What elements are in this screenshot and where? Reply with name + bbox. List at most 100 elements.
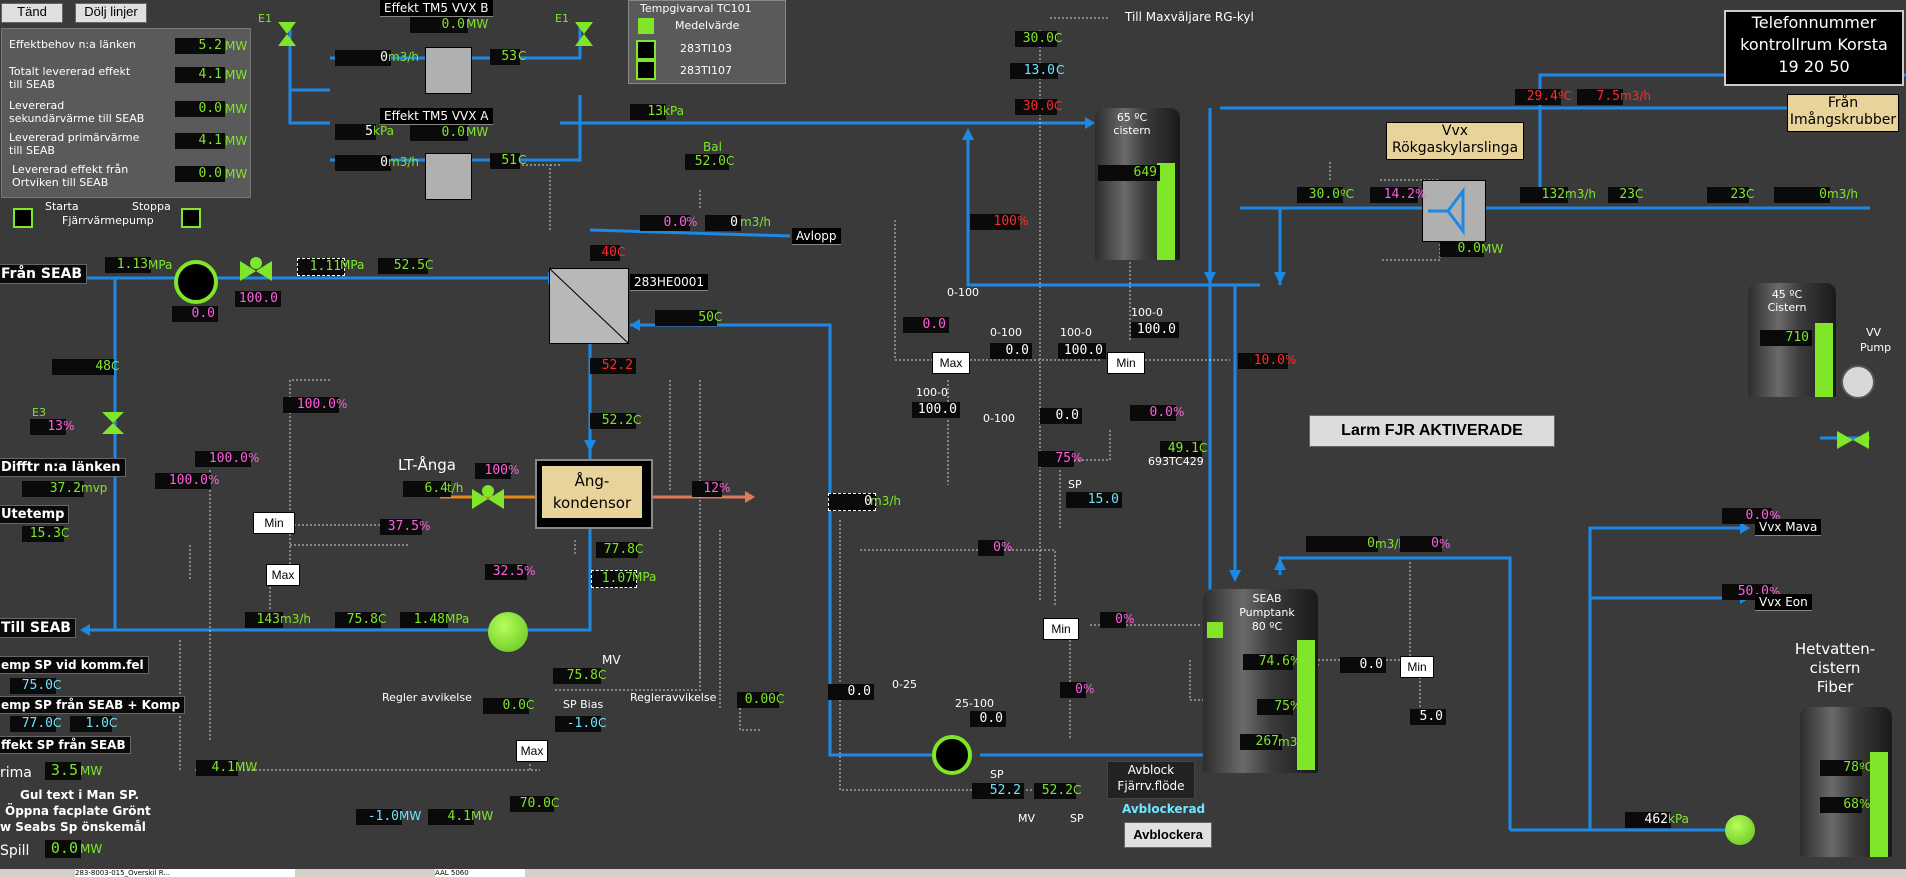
kond-out-pct[interactable]: 12 — [692, 481, 722, 497]
avlopp-pct[interactable]: 0.0 — [640, 215, 690, 231]
maxval-v3[interactable]: 30.0 — [1015, 99, 1057, 115]
ctrl2-p325[interactable]: 32.5 — [485, 564, 527, 580]
valve-e1-right[interactable] — [573, 20, 595, 48]
starta-checkbox[interactable] — [13, 208, 33, 228]
seab-temp48[interactable]: 48 — [52, 359, 114, 375]
ctrl2-mw41[interactable]: 4.1 — [196, 760, 238, 776]
ctrl2-mw41b[interactable]: 4.1 — [428, 809, 474, 825]
fiber-temp[interactable]: 78 — [1820, 760, 1862, 776]
ctrl-v100b[interactable]: 100.0 — [1131, 322, 1179, 338]
seab-mpa[interactable]: 1.13 — [105, 257, 151, 273]
avlopp-flow[interactable]: 0 — [705, 215, 741, 231]
ctrl2-t758[interactable]: 75.8 — [335, 612, 381, 628]
stoppa-checkbox[interactable] — [181, 208, 201, 228]
bal-value[interactable]: 52.0 — [685, 154, 729, 170]
ctrl-v00c[interactable]: 0.0 — [1040, 408, 1082, 424]
tempsp-value[interactable]: 75.0 — [10, 678, 56, 694]
vvx-rokgas-symbol[interactable] — [1422, 180, 1486, 242]
ctrl-v00b[interactable]: 0.0 — [990, 343, 1032, 359]
ctrl2-spbias-value[interactable]: -1.0 — [555, 716, 601, 732]
min-block-4[interactable]: Min — [1400, 656, 1434, 678]
ctrl2-p1000b[interactable]: 100.0 — [195, 451, 251, 467]
vv-valve[interactable] — [1835, 427, 1871, 453]
hx-a-mw[interactable]: 0.0 — [410, 125, 468, 141]
kond-t778[interactable]: 77.8 — [596, 542, 638, 558]
ortviken-value[interactable]: 0.0 — [175, 166, 225, 182]
seab-pump[interactable] — [174, 260, 218, 304]
seab-pct75[interactable]: 75 — [1257, 699, 1293, 715]
seab-mpa2[interactable]: 1.11 — [297, 258, 345, 276]
he-t40[interactable]: 40 — [590, 245, 620, 261]
mid-v00d[interactable]: 0.0 — [970, 711, 1006, 727]
larm-fjr-button[interactable]: Larm FJR AKTIVERADE — [1309, 415, 1555, 447]
seab-pct746[interactable]: 74.6 — [1243, 654, 1293, 670]
maxval-v1[interactable]: 30.0 — [1015, 31, 1057, 47]
imang-flow[interactable]: 7.5 — [1577, 89, 1623, 105]
ctrl-v100c[interactable]: 100.0 — [912, 402, 960, 418]
ctrl2-p1000c[interactable]: 100.0 — [155, 473, 211, 489]
ctrl2-mwm10[interactable]: -1.0 — [356, 809, 402, 825]
seab-flow0[interactable]: 0 — [1306, 536, 1378, 552]
ctrl2-regler-value[interactable]: 0.0 — [483, 698, 529, 714]
valve-e1-left[interactable] — [276, 20, 298, 48]
taskbar-item-b[interactable]: AAL 5060 — [435, 869, 525, 877]
cistern-65-value[interactable]: 649 — [1098, 165, 1160, 181]
min-block-1[interactable]: Min — [1107, 352, 1145, 374]
ctrl-t491[interactable]: 49.1 — [1160, 441, 1202, 457]
prima-value[interactable]: 3.5 — [45, 762, 81, 780]
seab-v00[interactable]: 0.0 — [1340, 657, 1386, 673]
lt-flow[interactable]: 6.4 — [403, 481, 451, 497]
ctrl2-p1000[interactable]: 100.0 — [283, 397, 339, 413]
ctrl-pct10[interactable]: 10.0 — [1238, 353, 1288, 369]
hx-b-temp[interactable]: 53 — [490, 49, 520, 65]
mid-pct0b[interactable]: 0 — [1100, 612, 1126, 628]
ctrl2-reglerav-value[interactable]: 0.00 — [737, 692, 779, 708]
maxval-v2[interactable]: 13.0 — [1010, 63, 1058, 79]
spill-value[interactable]: 0.0 — [45, 840, 81, 858]
vvx-rok-mw[interactable]: 0.0 — [1440, 241, 1484, 257]
lt-valve[interactable] — [470, 483, 506, 513]
vvx-rok-t3[interactable]: 23 — [1707, 187, 1749, 203]
ti103-checkbox[interactable] — [636, 40, 656, 60]
kondensor-box[interactable]: Ång- kondensor — [541, 465, 643, 519]
vvx-rok-temp[interactable]: 30.0 — [1297, 187, 1343, 203]
utetemp-value[interactable]: 15.3 — [22, 526, 64, 542]
vvx-rok-f3[interactable]: 0 — [1774, 187, 1830, 203]
seab-valve[interactable] — [238, 255, 274, 285]
hx-a-temp[interactable]: 51 — [490, 153, 520, 169]
lt-pct[interactable]: 100 — [475, 463, 511, 479]
fiber-pump[interactable] — [1725, 815, 1755, 845]
mid-v00[interactable]: 0.0 — [828, 684, 874, 700]
ctrl2-t700[interactable]: 70.0 — [510, 796, 554, 812]
hx-b-symbol[interactable] — [425, 47, 472, 94]
e3-valve[interactable] — [98, 408, 128, 438]
vvx-rok-pct[interactable]: 14.2 — [1370, 187, 1418, 203]
totalt-value[interactable]: 4.1 — [175, 67, 225, 83]
ctrl-v00[interactable]: 0.0 — [903, 317, 949, 333]
he-t50[interactable]: 50 — [655, 310, 717, 326]
max-block-2[interactable]: Max — [266, 564, 300, 586]
mid-pct0c[interactable]: 0 — [1060, 682, 1086, 698]
hx-b-mw[interactable]: 0.0 — [410, 17, 468, 33]
he0001-symbol[interactable] — [549, 268, 629, 344]
imang-temp[interactable]: 29.4 — [1515, 89, 1561, 105]
seab-valve-value[interactable]: 100.0 — [235, 291, 281, 307]
difftr-value[interactable]: 37.2 — [22, 481, 84, 497]
vvx-rok-flow[interactable]: 132 — [1520, 187, 1568, 203]
ctrl-v100[interactable]: 100.0 — [1058, 343, 1106, 359]
hx-a-symbol[interactable] — [425, 153, 472, 200]
mid-pct0[interactable]: 0 — [978, 540, 1004, 556]
e3-pct[interactable]: 13 — [30, 419, 66, 435]
ti107-checkbox[interactable] — [636, 60, 656, 80]
vvx-rok-temp2[interactable]: 23 — [1608, 187, 1638, 203]
kond-pump[interactable] — [488, 612, 528, 652]
ctrl-pct75[interactable]: 75 — [1038, 451, 1074, 467]
seab-zero[interactable]: 0.0 — [172, 306, 218, 322]
max-block-1[interactable]: Max — [932, 352, 970, 374]
hx-a-flow[interactable]: 0 — [335, 155, 391, 171]
vv-pump[interactable] — [1841, 365, 1875, 399]
sekundar-value[interactable]: 0.0 — [175, 101, 225, 117]
min-block-2[interactable]: Min — [253, 512, 295, 534]
dolj-linjer-button[interactable]: Dölj linjer — [75, 3, 147, 23]
ctrl-pct00[interactable]: 0.0 — [1130, 405, 1176, 421]
